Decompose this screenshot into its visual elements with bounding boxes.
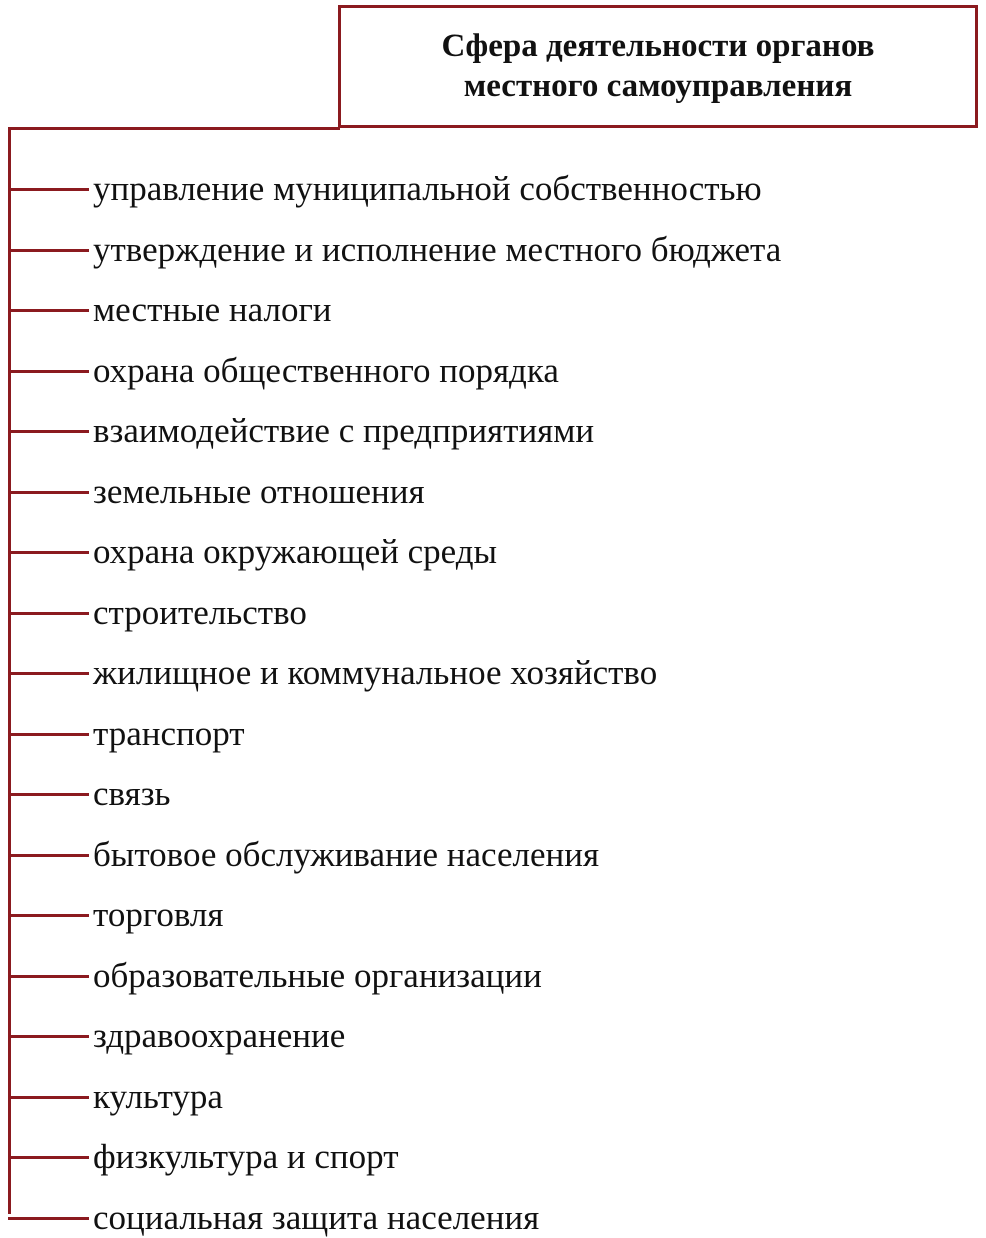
branch-line — [8, 611, 89, 615]
activity-item: охрана окружающей среды — [8, 532, 497, 572]
activity-label: жилищное и коммунальное хозяйство — [93, 653, 658, 692]
activity-label: культура — [93, 1077, 223, 1116]
activity-label: строительство — [93, 593, 307, 632]
activity-label: физкультура и спорт — [93, 1137, 399, 1176]
branch-line — [8, 853, 89, 857]
activity-label: бытовое обслуживание населения — [93, 835, 600, 874]
activity-item: здравоохранение — [8, 1016, 345, 1056]
branch-line — [8, 1095, 89, 1099]
branch-line — [8, 550, 89, 554]
activity-label: земельные отношения — [93, 472, 425, 511]
activity-label: образовательные организации — [93, 956, 542, 995]
activity-item: торговля — [8, 895, 223, 935]
branch-line — [8, 369, 89, 373]
activity-item: связь — [8, 774, 171, 814]
branch-line — [8, 248, 89, 252]
activity-label: торговля — [93, 895, 224, 934]
activity-item: земельные отношения — [8, 472, 425, 512]
branch-line — [8, 671, 89, 675]
branch-line — [8, 490, 89, 494]
activity-item: образовательные организации — [8, 956, 542, 996]
activity-label: здравоохранение — [93, 1016, 346, 1055]
branch-line — [8, 974, 89, 978]
activity-label: охрана общественного порядка — [93, 351, 559, 390]
branch-line — [8, 732, 89, 736]
activity-item: физкультура и спорт — [8, 1137, 399, 1177]
branch-line — [8, 429, 89, 433]
branch-line — [8, 1216, 89, 1220]
activity-item: строительство — [8, 593, 307, 633]
title-connector-line — [8, 127, 340, 130]
branch-line — [8, 187, 89, 191]
branch-line — [8, 1034, 89, 1038]
branch-line — [8, 308, 89, 312]
activity-item: культура — [8, 1077, 223, 1117]
activity-label: социальная защита населения — [93, 1198, 540, 1237]
activity-label: транспорт — [93, 714, 245, 753]
vertical-spine-line — [8, 127, 11, 1214]
activity-item: охрана общественного порядка — [8, 351, 559, 391]
activity-label: связь — [93, 774, 171, 813]
activity-item: утверждение и исполнение местного бюджет… — [8, 230, 781, 270]
activity-item: местные налоги — [8, 290, 332, 330]
activity-label: взаимодействие с предприятиями — [93, 411, 595, 450]
activity-item: бытовое обслуживание населения — [8, 835, 599, 875]
activity-label: управление муниципальной собственностью — [93, 169, 762, 208]
activity-label: местные налоги — [93, 290, 332, 329]
activity-item: жилищное и коммунальное хозяйство — [8, 653, 657, 693]
diagram-title: Сфера деятельности органов местного само… — [441, 27, 875, 104]
branch-line — [8, 1155, 89, 1159]
activity-item: взаимодействие с предприятиями — [8, 411, 594, 451]
title-box: Сфера деятельности органов местного само… — [338, 5, 978, 128]
branch-line — [8, 913, 89, 917]
activity-item: социальная защита населения — [8, 1198, 539, 1238]
activity-label: утверждение и исполнение местного бюджет… — [93, 230, 782, 269]
branch-line — [8, 792, 89, 796]
activity-item: управление муниципальной собственностью — [8, 169, 762, 209]
activity-item: транспорт — [8, 714, 245, 754]
activity-label: охрана окружающей среды — [93, 532, 498, 571]
